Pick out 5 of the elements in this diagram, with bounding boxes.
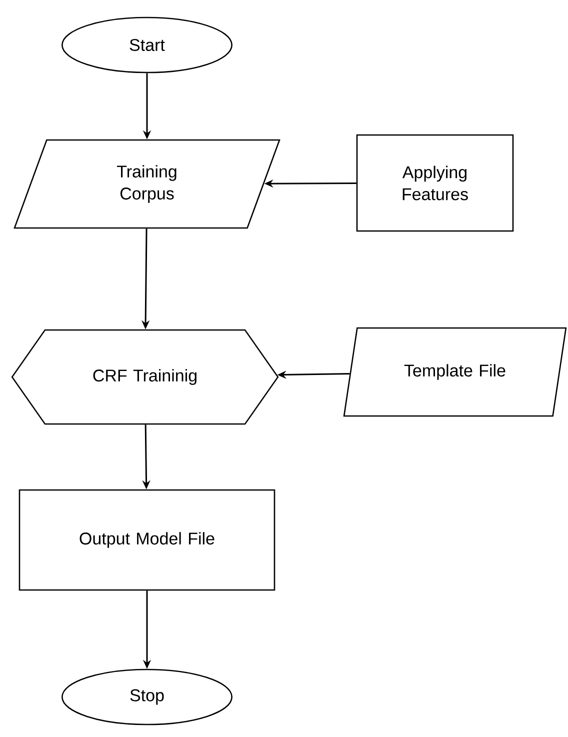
preparation-hexagon: CRF Traininig [11, 329, 279, 425]
process-box: Applying Features [356, 134, 514, 232]
process-box: Output Model File [18, 489, 276, 591]
data-parallelogram: Template File [343, 327, 567, 417]
data-parallelogram: Training Corpus [14, 139, 280, 229]
